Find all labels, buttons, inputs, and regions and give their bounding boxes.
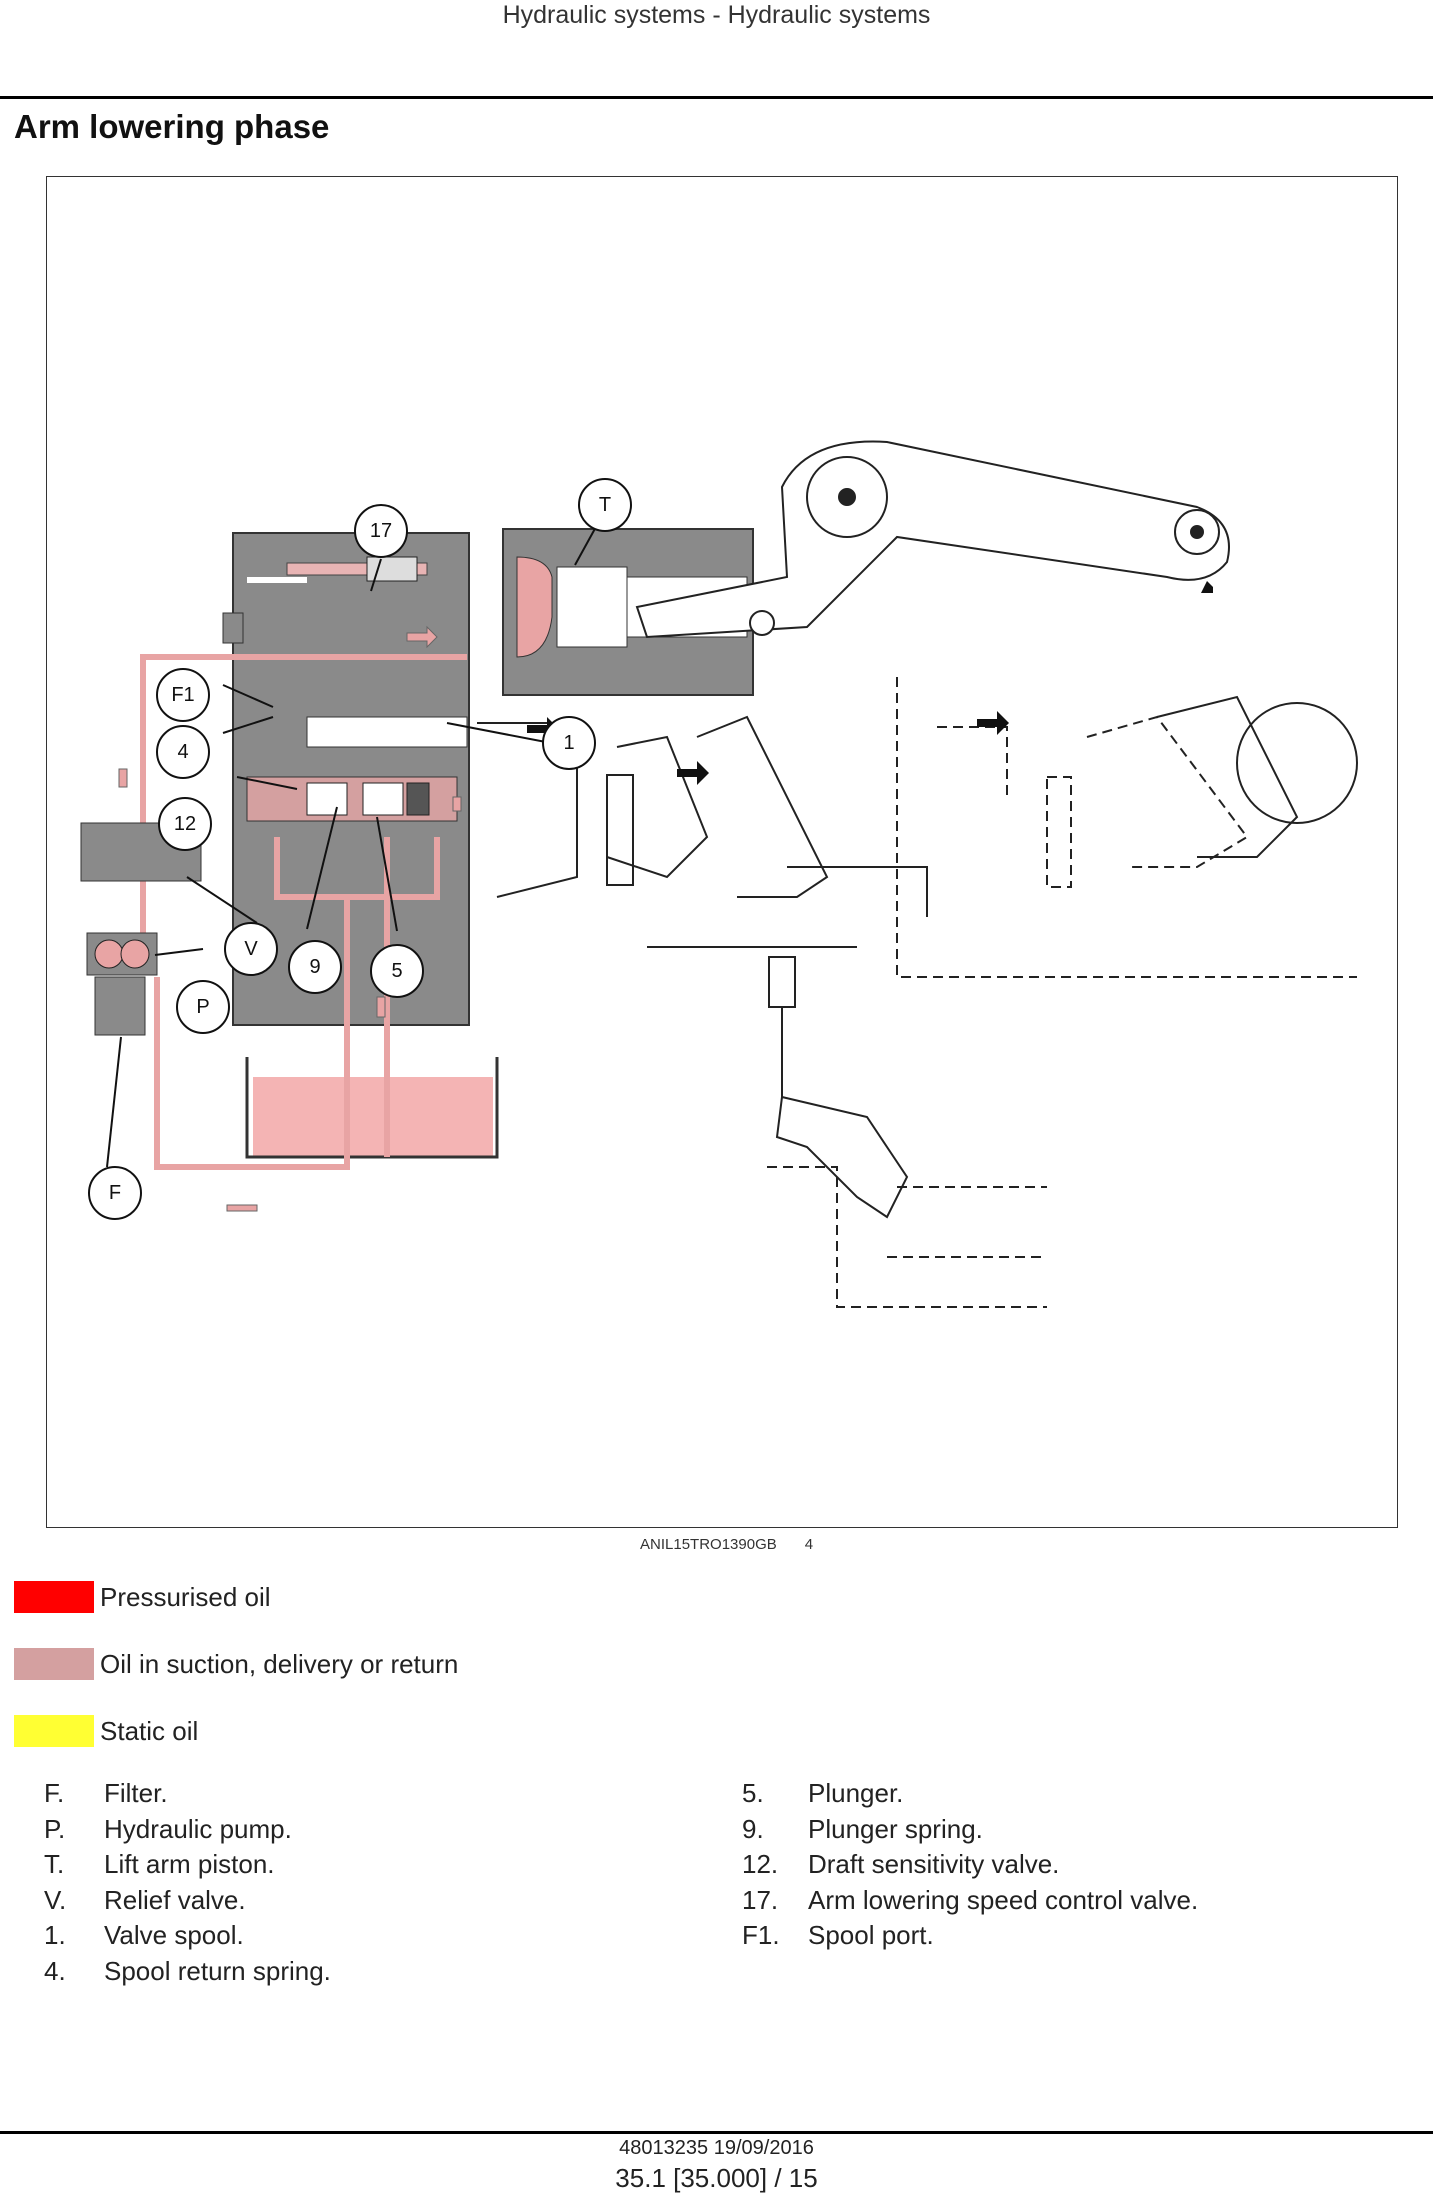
legend-label: Static oil bbox=[100, 1715, 199, 1746]
callout-12: 12 bbox=[158, 797, 212, 851]
figure-reference: ANIL15TRO1390GB 4 bbox=[640, 1536, 813, 1553]
legend-item-suction: Oil in suction, delivery or return bbox=[14, 1647, 458, 1681]
legend-swatch-pink bbox=[14, 1648, 94, 1680]
key-row: 5.Plunger. bbox=[742, 1778, 904, 1808]
key-row: F.Filter. bbox=[44, 1778, 168, 1808]
callout-leaders bbox=[106, 524, 598, 1168]
key-row: 4.Spool return spring. bbox=[44, 1955, 331, 1986]
svg-text:1: 1 bbox=[563, 732, 574, 754]
key-row: 9.Plunger spring. bbox=[742, 1813, 983, 1844]
callout-5: 5 bbox=[370, 944, 424, 998]
footer-page-number: 35.1 [35.000] / 15 bbox=[615, 2163, 818, 2193]
svg-text:P: P bbox=[196, 996, 209, 1018]
legend-swatch-red bbox=[14, 1581, 94, 1613]
oil-lines bbox=[140, 654, 467, 1170]
svg-text:17: 17 bbox=[370, 520, 392, 542]
key-list-right: 5.Plunger. 9.Plunger spring. 12.Draft se… bbox=[742, 1776, 1198, 1954]
callout-P: P bbox=[176, 980, 230, 1034]
key-row: P.Hydraulic pump. bbox=[44, 1813, 292, 1844]
key-row: V.Relief valve. bbox=[44, 1884, 246, 1915]
svg-text:5: 5 bbox=[391, 960, 402, 982]
figure-number: 4 bbox=[804, 1536, 814, 1553]
flow-arrows bbox=[118, 625, 462, 1212]
callout-9: 9 bbox=[288, 940, 342, 994]
figure-code: ANIL15TRO1390GB bbox=[640, 1536, 777, 1553]
legend-item-pressurised: Pressurised oil bbox=[14, 1580, 271, 1614]
callout-F: F bbox=[88, 1166, 142, 1220]
lift-arm-linkage bbox=[635, 440, 1230, 639]
draft-control-linkage bbox=[477, 715, 1047, 1308]
callout-F1: F1 bbox=[156, 668, 210, 722]
legend-label: Pressurised oil bbox=[100, 1581, 271, 1612]
hydraulic-circuit-drawing: 17 T F1 4 1 12 V 9 5 P F bbox=[80, 440, 1358, 1308]
svg-text:9: 9 bbox=[309, 956, 320, 978]
svg-text:V: V bbox=[244, 938, 258, 960]
key-row: 17.Arm lowering speed control valve. bbox=[742, 1884, 1199, 1915]
svg-text:F1: F1 bbox=[171, 684, 194, 706]
key-list-left: F.Filter. P.Hydraulic pump. T.Lift arm p… bbox=[44, 1776, 331, 1990]
footer-divider bbox=[0, 2131, 1433, 2134]
callout-1: 1 bbox=[542, 716, 596, 770]
section-title: Arm lowering phase bbox=[14, 108, 330, 145]
hydraulic-diagram-figure: 17 T F1 4 1 12 V 9 5 P F bbox=[46, 176, 1398, 1528]
callout-4: 4 bbox=[156, 725, 210, 779]
callout-17: 17 bbox=[354, 504, 408, 558]
key-row: 12.Draft sensitivity valve. bbox=[742, 1849, 1060, 1880]
callout-V: V bbox=[224, 922, 278, 976]
alternate-position-outline bbox=[896, 677, 1358, 978]
key-row: F1.Spool port. bbox=[742, 1920, 934, 1951]
svg-text:4: 4 bbox=[177, 741, 188, 763]
oil-reservoir bbox=[245, 1057, 499, 1159]
svg-text:F: F bbox=[109, 1182, 121, 1204]
footer-document-id: 48013235 19/09/2016 bbox=[619, 2137, 814, 2159]
header-divider bbox=[0, 96, 1433, 99]
key-row: T.Lift arm piston. bbox=[44, 1849, 275, 1880]
key-row: 1.Valve spool. bbox=[44, 1920, 244, 1951]
running-header: Hydraulic systems - Hydraulic systems bbox=[502, 1, 931, 29]
svg-text:T: T bbox=[599, 494, 611, 516]
callout-T: T bbox=[578, 478, 632, 532]
svg-text:12: 12 bbox=[174, 813, 196, 835]
legend-item-static: Static oil bbox=[14, 1714, 198, 1748]
legend-swatch-yellow bbox=[14, 1715, 94, 1747]
legend-label: Oil in suction, delivery or return bbox=[100, 1648, 459, 1679]
